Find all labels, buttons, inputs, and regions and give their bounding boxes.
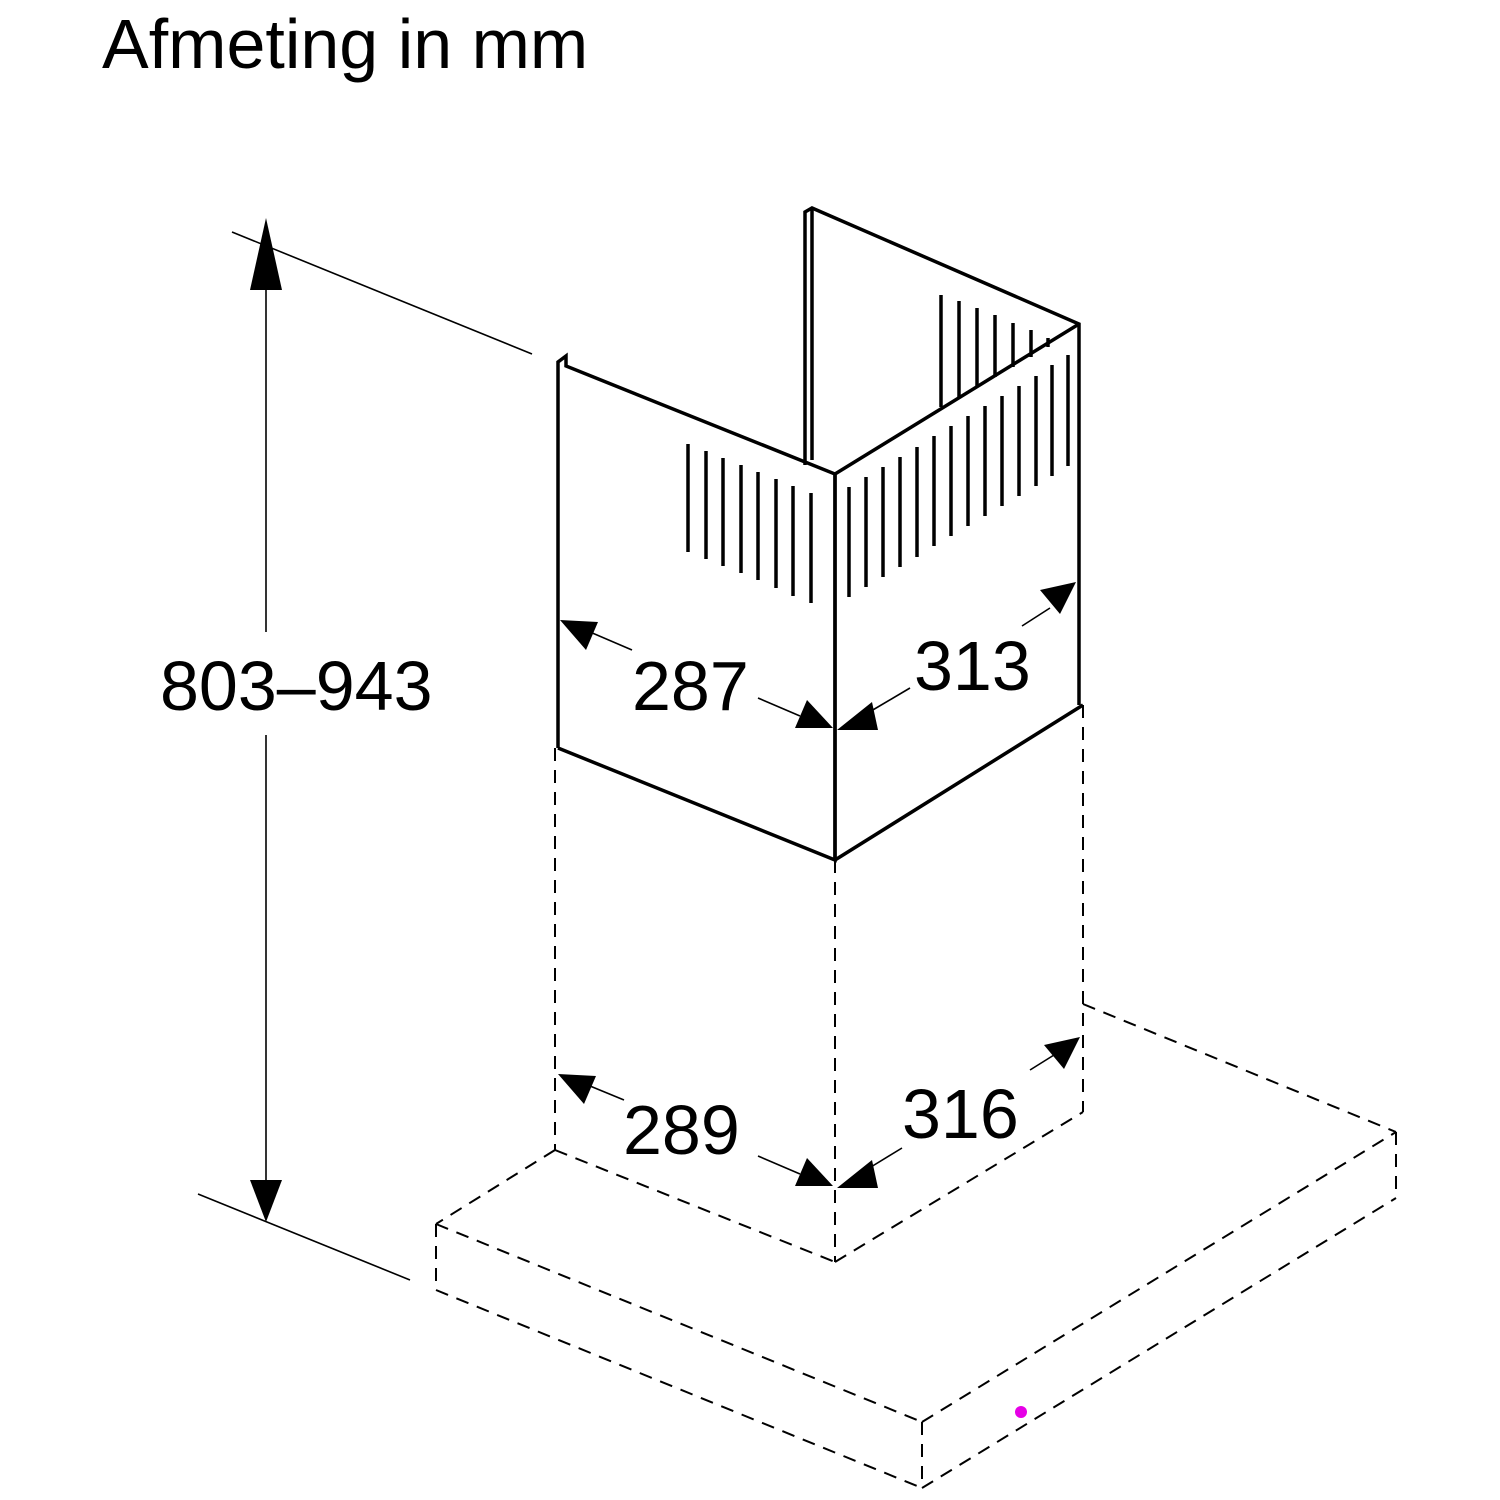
chimney-front-left-panel (556, 352, 837, 863)
diagram-title: Afmeting in mm (102, 5, 589, 83)
dimension-arrow-289 (558, 1074, 833, 1186)
vent-slots-right (847, 355, 1070, 597)
height-extension-top (231, 231, 533, 355)
lower-chimney-dashed (554, 705, 1084, 1263)
marker-dot (1015, 1406, 1027, 1418)
chimney-rear-panel (803, 206, 1081, 705)
vent-slots-left (686, 444, 813, 603)
vent-slots-rear (939, 295, 1050, 407)
dimension-arrow-287 (560, 620, 833, 728)
dimension-label-287: 287 (632, 647, 749, 725)
height-dimension-line (250, 218, 282, 1222)
dimension-label-316: 316 (902, 1075, 1019, 1153)
dimension-arrow-316 (837, 1037, 1080, 1188)
height-extension-bottom (197, 1193, 411, 1281)
dimension-label-289: 289 (623, 1091, 740, 1169)
height-label: 803–943 (160, 647, 433, 725)
chimney-front-right-panel (833, 322, 1084, 862)
dimension-label-313: 313 (914, 627, 1031, 705)
hood-canopy-dashed (435, 1003, 1397, 1489)
dimension-arrow-313 (837, 582, 1076, 730)
